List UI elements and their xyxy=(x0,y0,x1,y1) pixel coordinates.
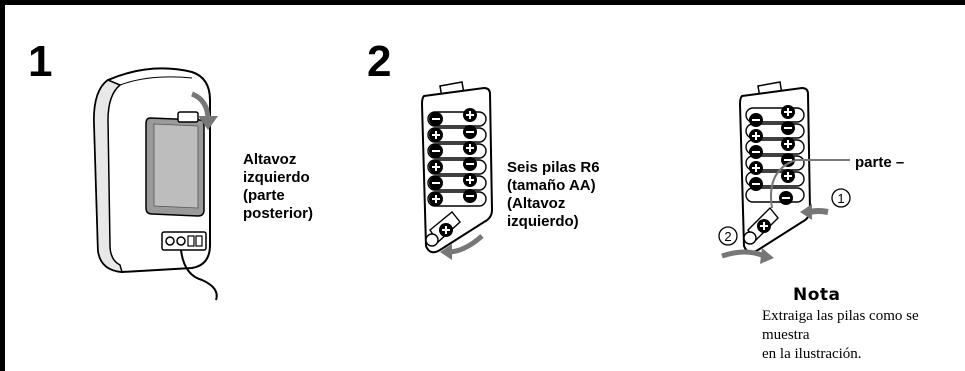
step-1-number: 1 xyxy=(28,37,53,86)
callout-1-label: 1 xyxy=(837,191,844,206)
callout-2-label: 2 xyxy=(724,229,731,244)
step-2-caption: Seis pilas R6 (tamaño AA) (Altavoz izqui… xyxy=(507,159,600,230)
battery-removal-illustration: 1 2 xyxy=(718,81,851,264)
step-2-number: 2 xyxy=(367,37,392,86)
speaker-rear-illustration xyxy=(92,67,218,301)
top-border xyxy=(0,0,965,5)
note-text: Extraiga las pilas como se muestra en la… xyxy=(762,308,919,362)
battery-holder-insert-illustration xyxy=(420,81,494,260)
note-title: Nota xyxy=(793,285,841,305)
left-border xyxy=(0,0,5,371)
minus-part-label: parte – xyxy=(855,154,905,171)
step-1-caption: Altavoz izquierdo (parte posterior) xyxy=(243,151,314,222)
